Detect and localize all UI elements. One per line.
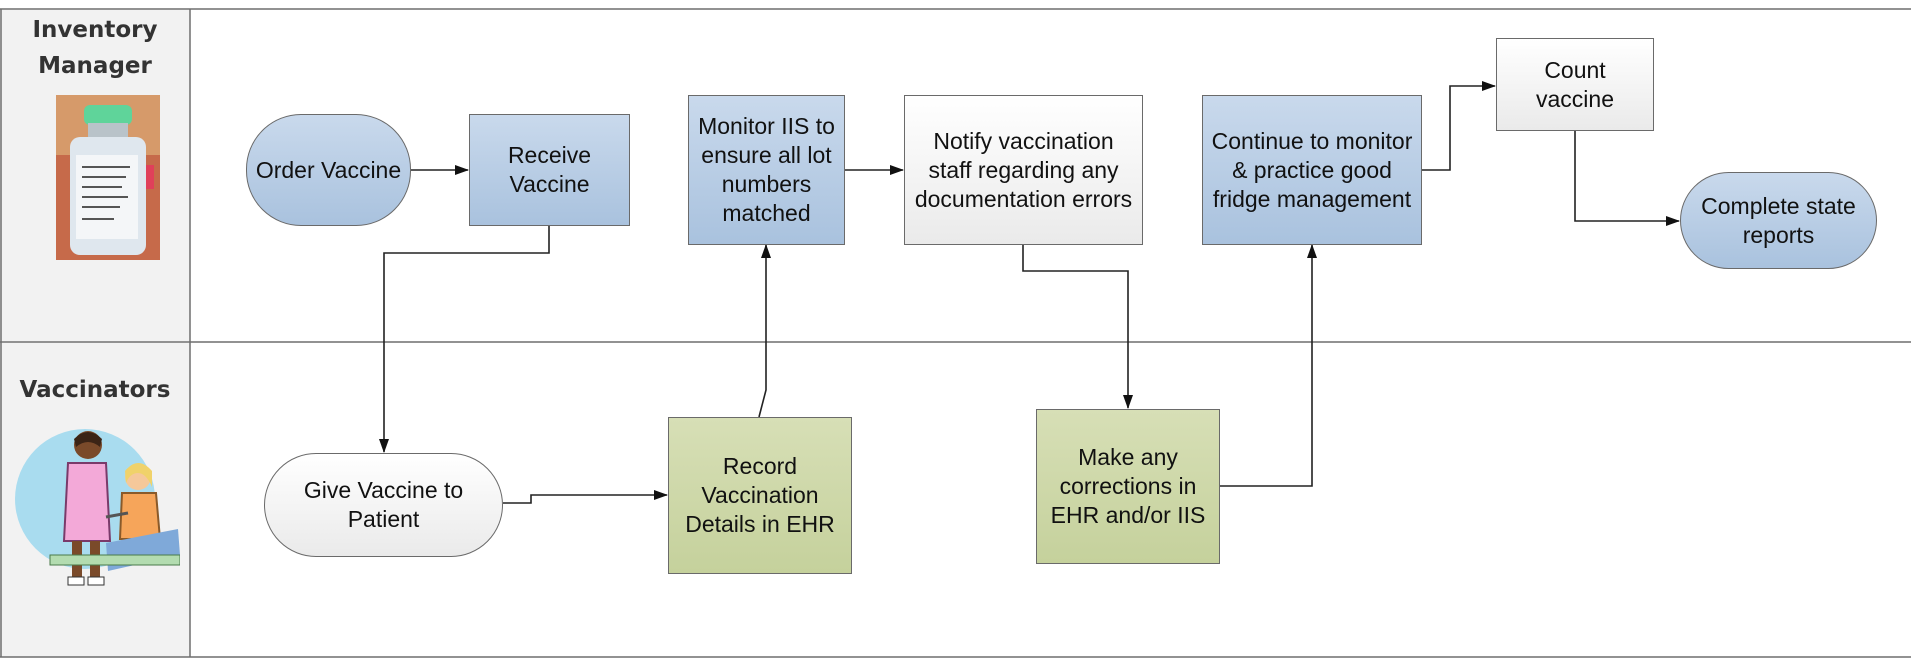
make-corrections-process[interactable]: Make any corrections in EHR and/or IIS — [1036, 409, 1220, 564]
swimlane-borders — [0, 8, 1911, 658]
inventory-manager-title-line-2: Manager — [38, 53, 152, 79]
connector-record-to-monitor — [758, 244, 771, 418]
connector-receive-to-give — [379, 226, 550, 453]
order-vaccine-terminator[interactable]: Order Vaccine — [246, 114, 411, 226]
receive-vaccine-process[interactable]: Receive Vaccine — [469, 114, 630, 226]
connector-give-to-record — [503, 490, 668, 504]
monitor-iis-process[interactable]: Monitor IIS to ensure all lot numbers ma… — [688, 95, 845, 245]
vaccinators-lane-title: Vaccinators — [19, 377, 171, 403]
inventory-manager-lane-title: Inventory Manager — [0, 12, 190, 84]
connector-count-to-reports — [1574, 131, 1680, 226]
connector-continue-to-count — [1422, 81, 1496, 171]
give-vaccine-terminator[interactable]: Give Vaccine to Patient — [264, 453, 503, 557]
connector-notify-to-corrections — [1022, 245, 1133, 409]
connector-corrections-to-continue — [1220, 244, 1317, 487]
complete-state-reports-terminator[interactable]: Complete state reports — [1680, 172, 1877, 269]
notify-staff-process[interactable]: Notify vaccination staff regarding any d… — [904, 95, 1143, 245]
vaccine-vial-icon — [56, 95, 160, 260]
nurse-vaccinating-child-icon — [15, 429, 180, 586]
continue-monitor-process[interactable]: Continue to monitor & practice good frid… — [1202, 95, 1422, 245]
inventory-manager-title-line-1: Inventory — [32, 17, 158, 43]
record-details-process[interactable]: Record Vaccination Details in EHR — [668, 417, 852, 574]
count-vaccine-process[interactable]: Count vaccine — [1496, 38, 1654, 131]
